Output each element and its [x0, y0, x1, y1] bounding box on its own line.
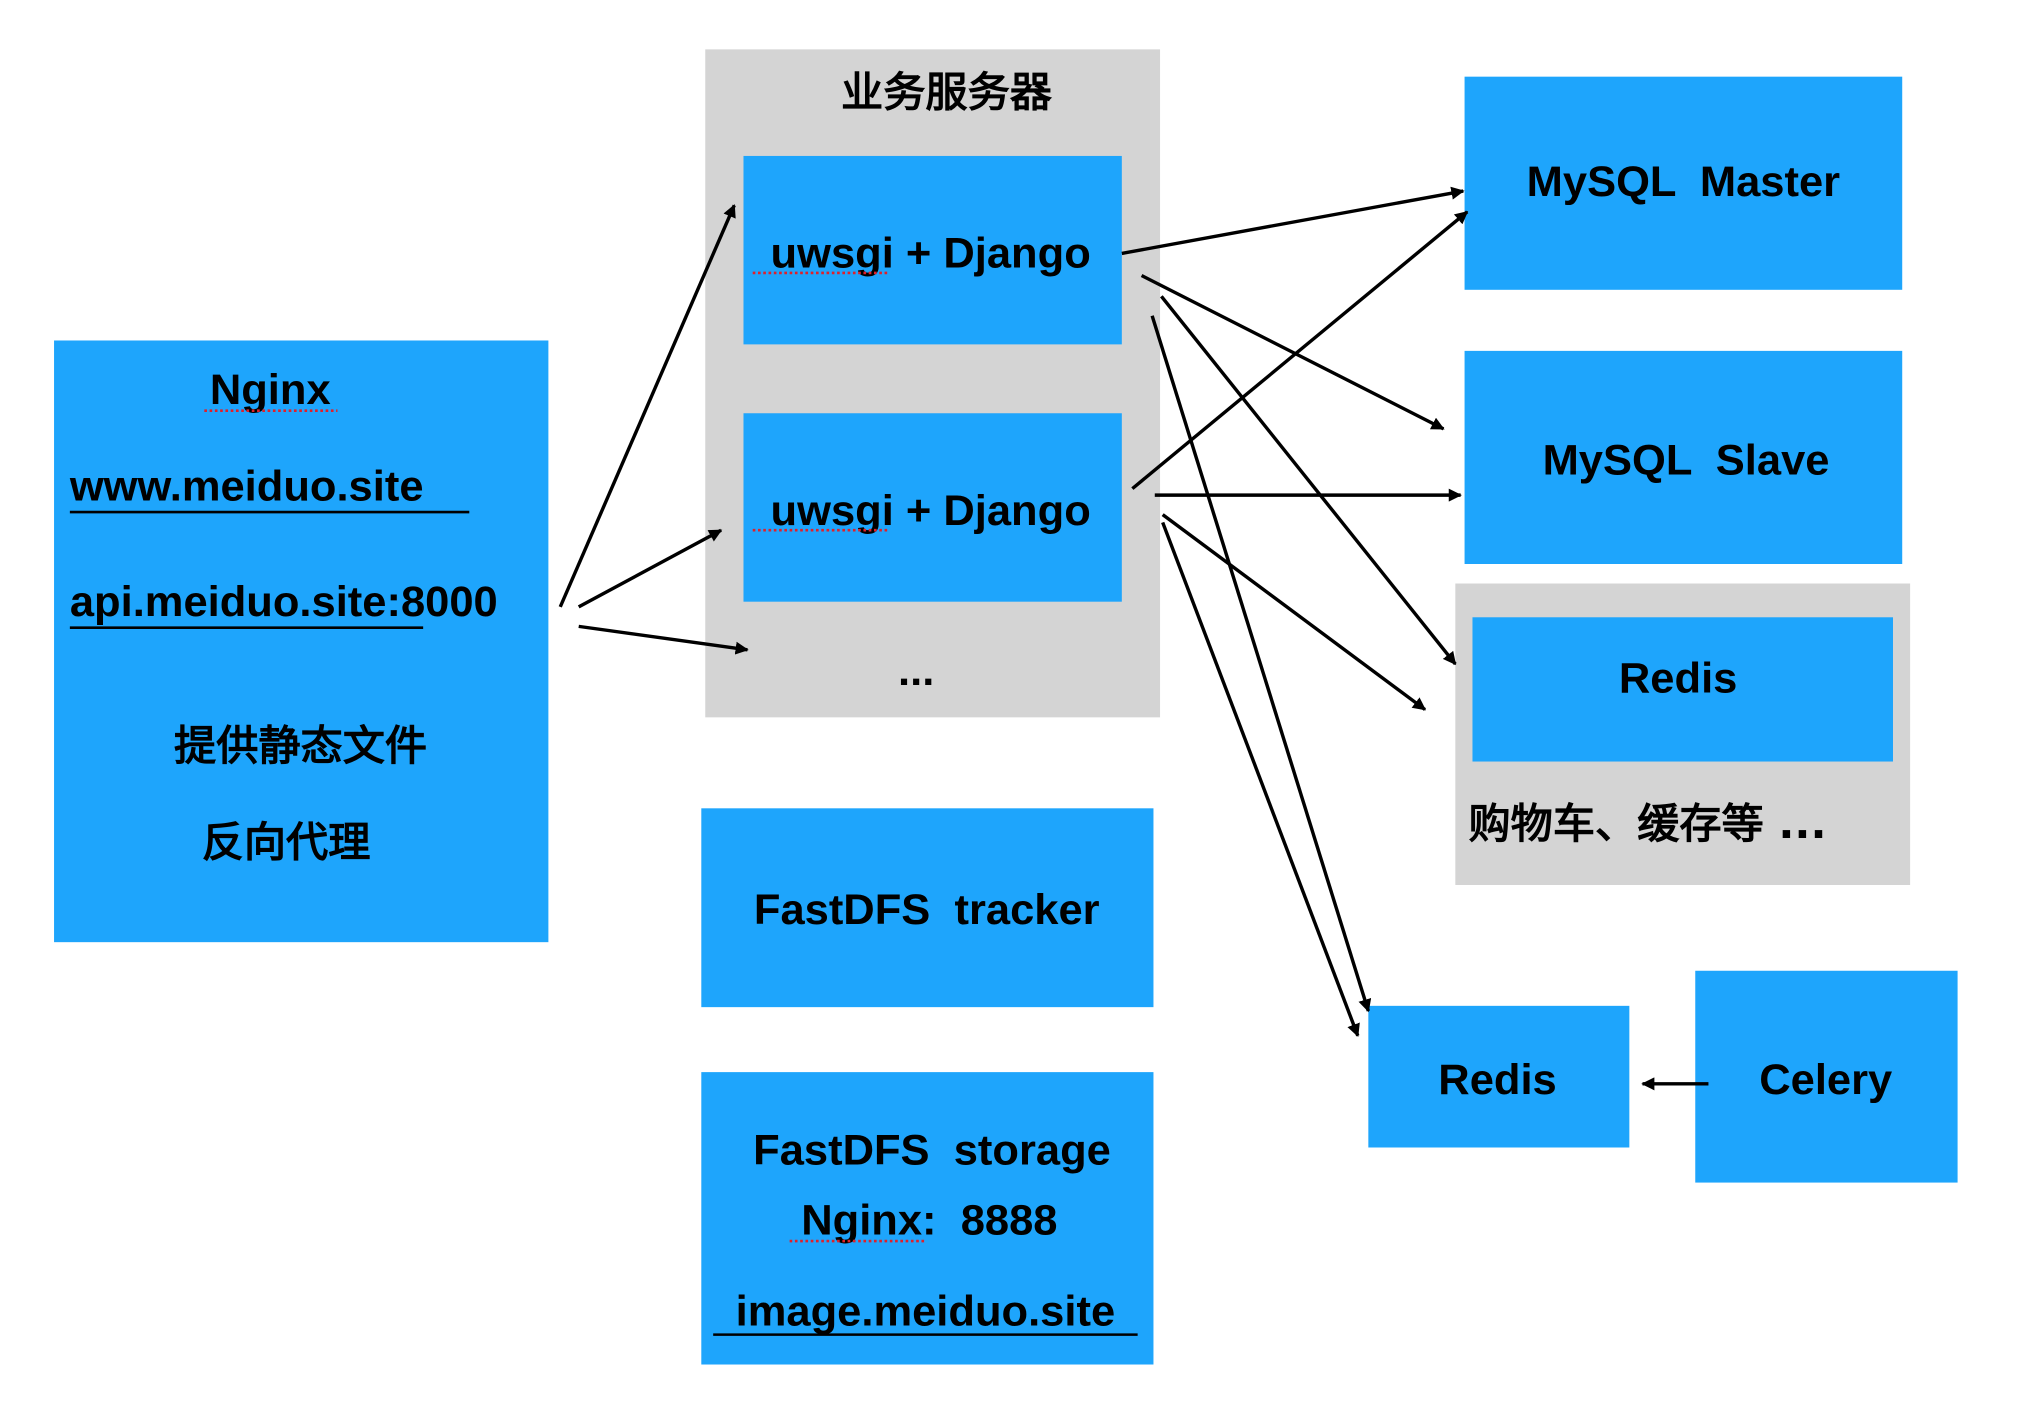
arrow-django2-to-redis-cache: [1161, 513, 1427, 711]
redis-cache-label: Redis: [1619, 655, 1737, 703]
business-servers-title: 业务服务器: [841, 68, 1053, 117]
redis-broker-label: Redis: [1438, 1056, 1556, 1104]
arrow-nginx-to-django-2: [577, 528, 723, 609]
arrow-nginx-to-more: [578, 624, 749, 655]
fastdfs-storage-nginx-port: Nginx: 8888: [801, 1197, 1057, 1245]
fastdfs-storage-box: FastDFS storage Nginx: 8888 image.meiduo…: [701, 1072, 1154, 1365]
fastdfs-tracker-label: FastDFS tracker: [754, 886, 1100, 934]
mysql-slave-label: MySQL Slave: [1543, 437, 1830, 485]
arrow-nginx-to-django-1: [558, 204, 736, 608]
redis-cache-group: Redis 购物车、缓存等 ...: [1455, 583, 1911, 885]
arrow-django1-to-redis-broker: [1150, 315, 1372, 1013]
redis-broker-box: Redis: [1368, 1005, 1630, 1148]
nginx-role-static: 提供静态文件: [174, 722, 427, 771]
nginx-domain-www[interactable]: www.meiduo.site: [69, 463, 424, 511]
nginx-domain-api[interactable]: api.meiduo.site:8000: [70, 578, 498, 626]
business-servers-group: 业务服务器 uwsgi + Django uwsgi + Django ...: [705, 49, 1161, 718]
celery-box: Celery: [1695, 970, 1958, 1183]
mysql-slave-box: MySQL Slave: [1464, 350, 1903, 564]
mysql-master-box: MySQL Master: [1464, 76, 1903, 290]
arrow-django2-to-mysql-master: [1131, 210, 1469, 490]
mysql-master-label: MySQL Master: [1527, 159, 1841, 207]
redis-cache-caption: 购物车、缓存等 ...: [1469, 799, 1827, 848]
nginx-title: Nginx: [210, 366, 331, 414]
uwsgi-django-label: uwsgi + Django: [771, 487, 1091, 535]
celery-label: Celery: [1759, 1056, 1892, 1104]
fastdfs-storage-domain[interactable]: image.meiduo.site: [736, 1288, 1115, 1336]
uwsgi-django-box-2: uwsgi + Django: [743, 413, 1122, 602]
nginx-role-proxy: 反向代理: [202, 818, 371, 867]
redis-cache-box: [1472, 617, 1893, 762]
fastdfs-storage-label: FastDFS storage: [753, 1127, 1111, 1175]
arrow-django1-to-redis-cache: [1160, 295, 1457, 666]
arrow-django2-to-redis-broker: [1161, 521, 1360, 1037]
uwsgi-django-label: uwsgi + Django: [771, 230, 1091, 278]
nginx-box: Nginx www.meiduo.site api.meiduo.site:80…: [54, 340, 549, 943]
arrow-django1-to-mysql-slave: [1140, 274, 1445, 431]
connections: [558, 186, 1709, 1091]
more-servers-ellipsis: ...: [898, 647, 934, 695]
fastdfs-tracker-box: FastDFS tracker: [701, 808, 1154, 1008]
arrow-django1-to-mysql-master: [1121, 186, 1465, 256]
uwsgi-django-box-1: uwsgi + Django: [743, 155, 1122, 345]
